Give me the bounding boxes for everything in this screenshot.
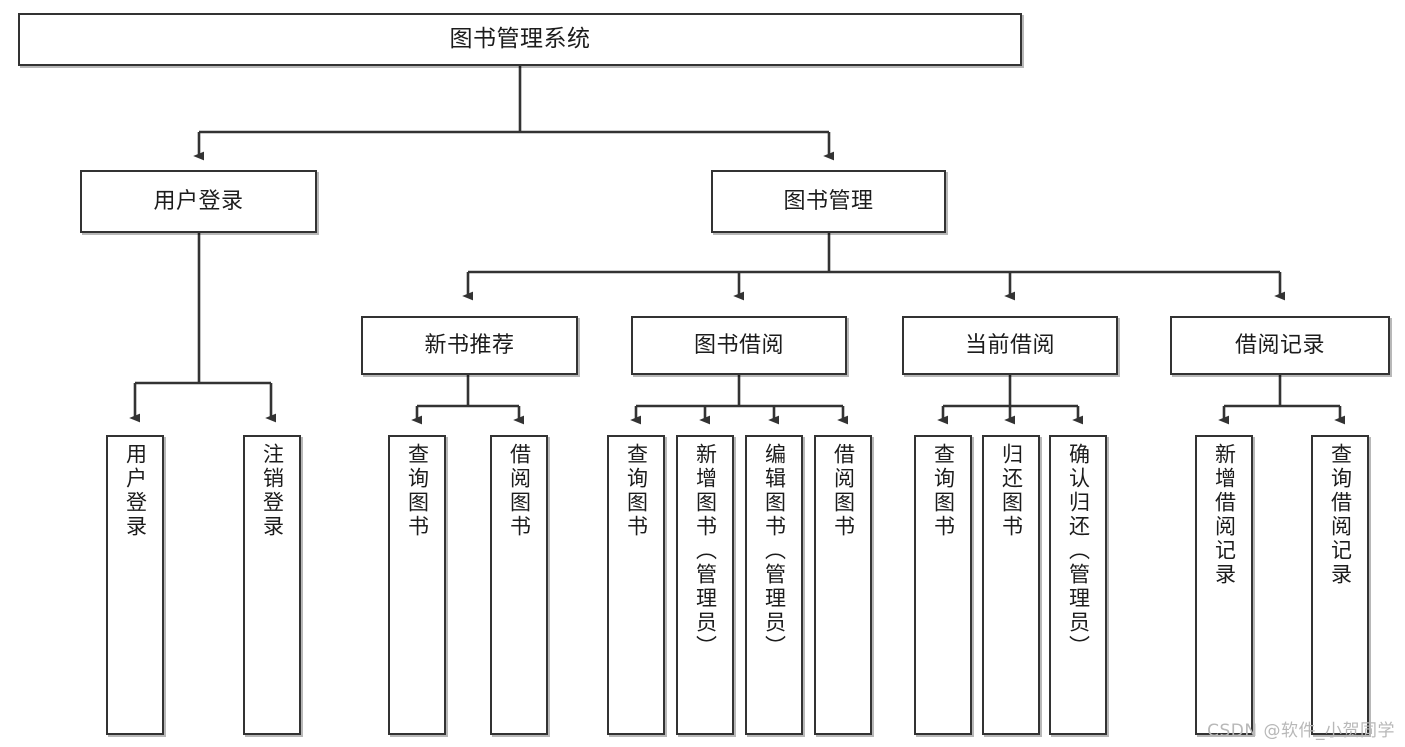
node-label: 图书管理系统 [449, 26, 591, 53]
node-label: 借阅图书 [831, 443, 856, 539]
leaf-new-book-query-book[interactable]: 查询图书 [388, 435, 446, 735]
node-label: 注销登录 [260, 443, 285, 539]
leaf-borrow-record-query-record[interactable]: 查询借阅记录 [1311, 435, 1369, 735]
node-label: 新增图书（管理员） [693, 443, 718, 659]
node-label: 查询图书 [405, 443, 430, 539]
node-label: 当前借阅 [964, 332, 1055, 358]
node-label: 归还图书 [999, 443, 1024, 539]
leaf-current-borrow-confirm-return-admin[interactable]: 确认归还（管理员） [1049, 435, 1107, 735]
node-label: 图书管理 [783, 188, 874, 214]
node-new-book-recommend[interactable]: 新书推荐 [361, 316, 578, 375]
leaf-user-login-login[interactable]: 用户登录 [106, 435, 164, 735]
node-root-book-management-system[interactable]: 图书管理系统 [18, 13, 1022, 66]
leaf-book-borrow-edit-book-admin[interactable]: 编辑图书（管理员） [745, 435, 803, 735]
node-label: 查询图书 [624, 443, 649, 539]
node-label: 新书推荐 [424, 332, 515, 358]
node-label: 借阅图书 [507, 443, 532, 539]
node-user-login[interactable]: 用户登录 [80, 170, 317, 233]
node-label: 查询图书 [931, 443, 956, 539]
node-label: 编辑图书（管理员） [762, 443, 787, 659]
leaf-book-borrow-query-book[interactable]: 查询图书 [607, 435, 665, 735]
leaf-current-borrow-query-book[interactable]: 查询图书 [914, 435, 972, 735]
leaf-book-borrow-borrow-book[interactable]: 借阅图书 [814, 435, 872, 735]
node-label: 确认归还（管理员） [1066, 443, 1091, 659]
node-label: 用户登录 [123, 443, 148, 539]
node-label: 查询借阅记录 [1328, 443, 1353, 587]
node-current-borrow[interactable]: 当前借阅 [902, 316, 1118, 375]
leaf-current-borrow-return-book[interactable]: 归还图书 [982, 435, 1040, 735]
node-label: 新增借阅记录 [1212, 443, 1237, 587]
node-label: 用户登录 [153, 188, 244, 214]
node-book-borrow[interactable]: 图书借阅 [631, 316, 847, 375]
leaf-user-login-logout[interactable]: 注销登录 [243, 435, 301, 735]
node-book-management[interactable]: 图书管理 [711, 170, 946, 233]
leaf-borrow-record-add-record[interactable]: 新增借阅记录 [1195, 435, 1253, 735]
leaf-book-borrow-add-book-admin[interactable]: 新增图书（管理员） [676, 435, 734, 735]
leaf-new-book-borrow-book[interactable]: 借阅图书 [490, 435, 548, 735]
node-borrow-record[interactable]: 借阅记录 [1170, 316, 1390, 375]
node-label: 借阅记录 [1234, 332, 1325, 358]
node-label: 图书借阅 [693, 332, 784, 358]
